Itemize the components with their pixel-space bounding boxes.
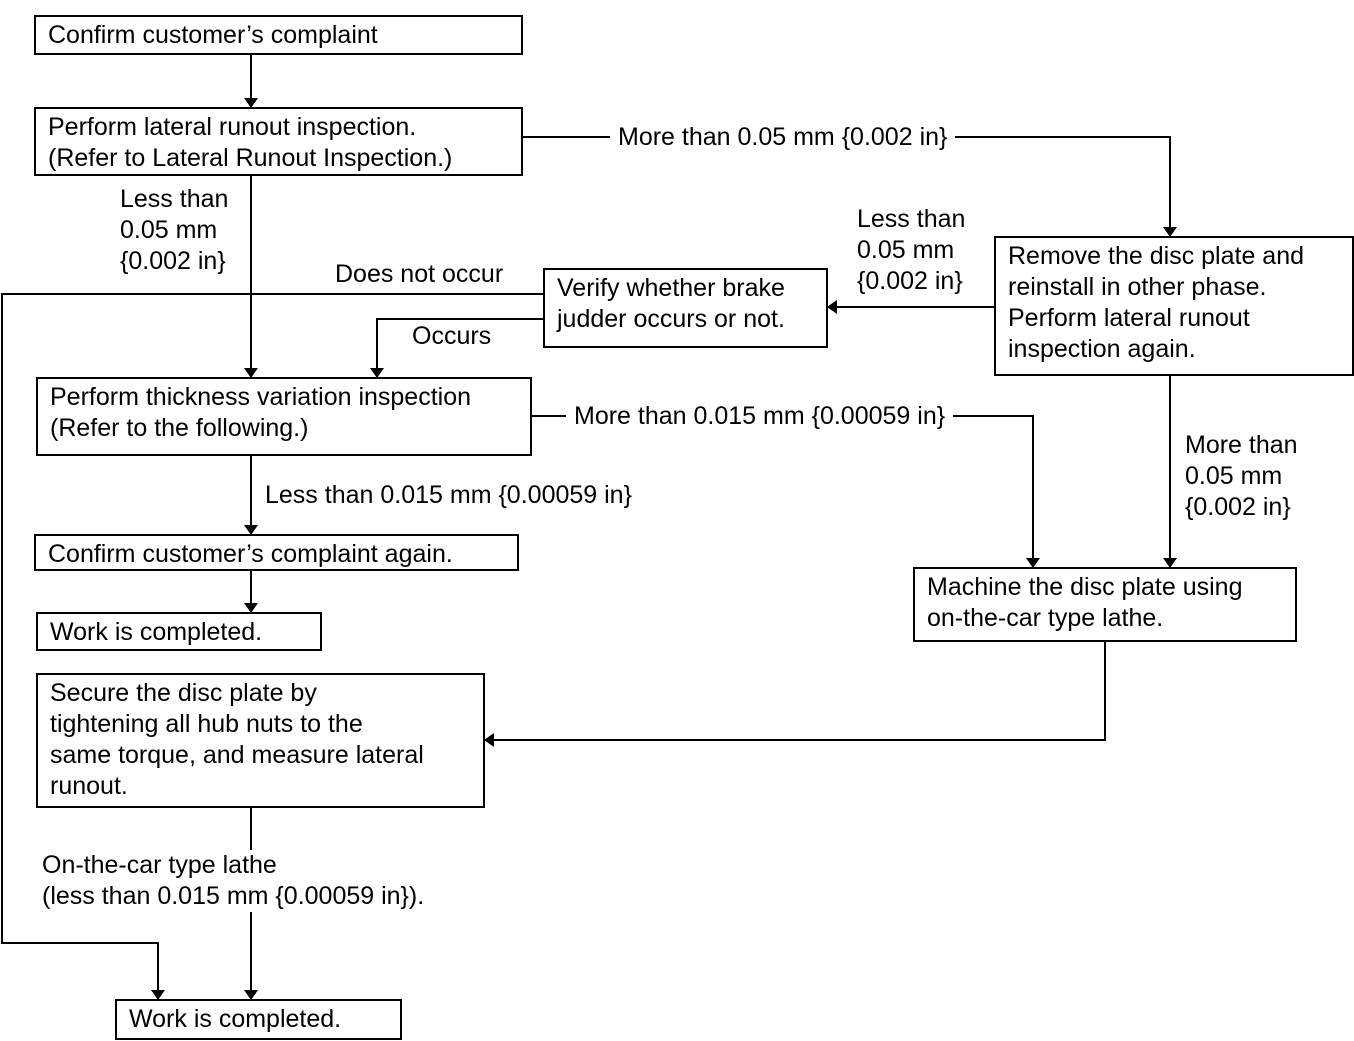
secure-disc-box: Secure the disc plate by tightening all …	[36, 673, 485, 808]
work-completed-final-box: Work is completed.	[115, 999, 402, 1040]
label-more-than-005-top: More than 0.05 mm {0.002 in}	[610, 122, 956, 153]
machine-disc-box: Machine the disc plate using on-the-car …	[913, 567, 1297, 642]
label-more-than-0015: More than 0.015 mm {0.00059 in}	[566, 401, 954, 432]
label-less-than-0015: Less than 0.015 mm {0.00059 in}	[265, 481, 632, 509]
work-completed-box: Work is completed.	[36, 612, 322, 651]
arrow-machine-to-secure	[484, 641, 1106, 747]
label-lathe-result: On-the-car type lathe (less than 0.015 m…	[40, 850, 427, 912]
remove-disc-box: Remove the disc plate and reinstall in o…	[994, 236, 1354, 376]
label-less-than-005-left: Less than 0.05 mm {0.002 in}	[120, 185, 229, 275]
label-more-than-005-right: More than 0.05 mm {0.002 in}	[1185, 431, 1298, 521]
arrow-verify-to-thickness	[370, 318, 543, 378]
label-does-not-occur: Does not occur	[335, 260, 504, 288]
confirm-complaint-box: Confirm customer’s complaint	[34, 15, 523, 55]
lateral-runout-box: Perform lateral runout inspection. (Refe…	[34, 107, 523, 176]
label-less-than-005-right: Less than 0.05 mm {0.002 in}	[857, 205, 966, 295]
label-occurs: Occurs	[412, 322, 492, 350]
thickness-variation-box: Perform thickness variation inspection (…	[36, 377, 532, 456]
arrow-verify-to-work-completed	[1, 293, 543, 1000]
verify-judder-box: Verify whether brake judder occurs or no…	[543, 268, 828, 348]
confirm-again-box: Confirm customer’s complaint again.	[34, 534, 519, 571]
